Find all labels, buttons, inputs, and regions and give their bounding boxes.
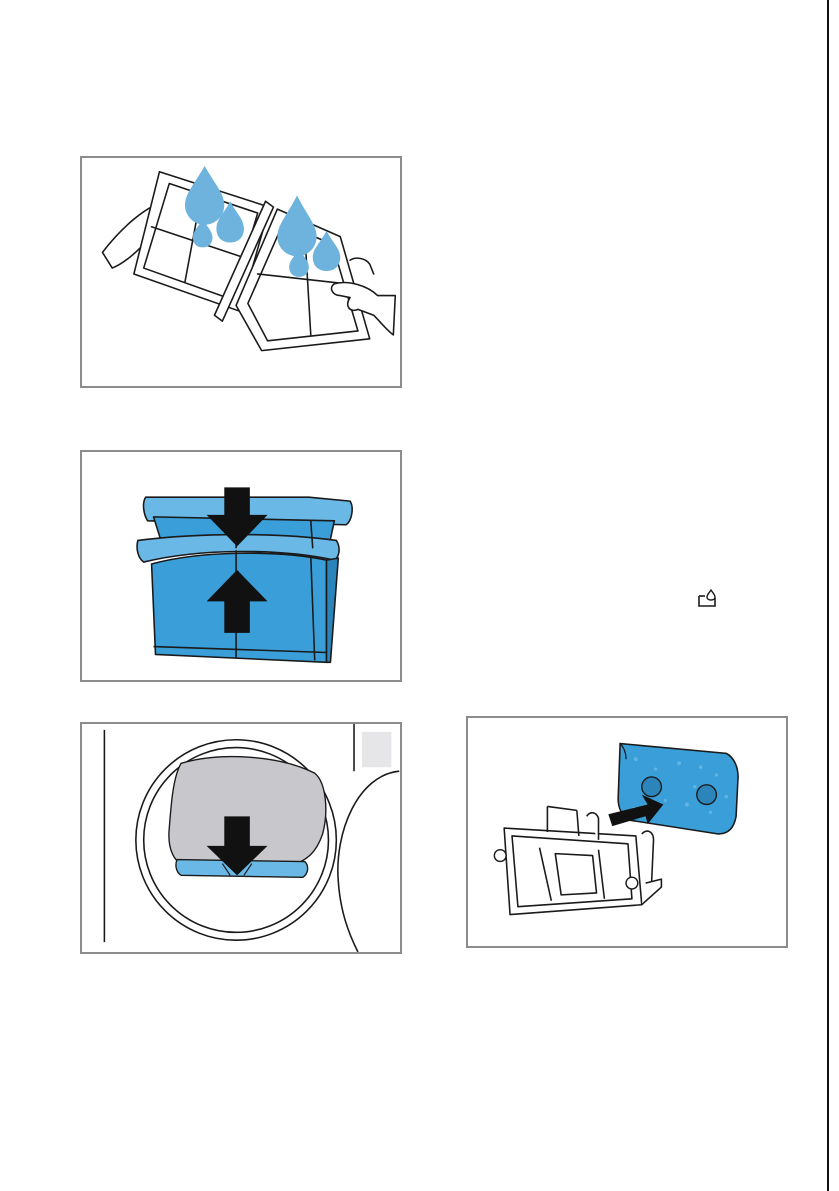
rinse-filter-under-water-icon <box>82 158 400 386</box>
insert-foam-filter-icon <box>468 718 786 946</box>
close-fluff-filter-icon <box>82 452 400 680</box>
figure-insert-filter-door <box>80 722 402 954</box>
insert-fluff-filter-in-door-icon <box>82 724 400 952</box>
clean-filter-symbol-icon <box>697 588 719 608</box>
page-edge-line <box>827 0 829 1191</box>
figure-insert-foam-filter <box>466 716 788 948</box>
figure-rinse-filter <box>80 156 402 388</box>
figure-close-filter <box>80 450 402 682</box>
